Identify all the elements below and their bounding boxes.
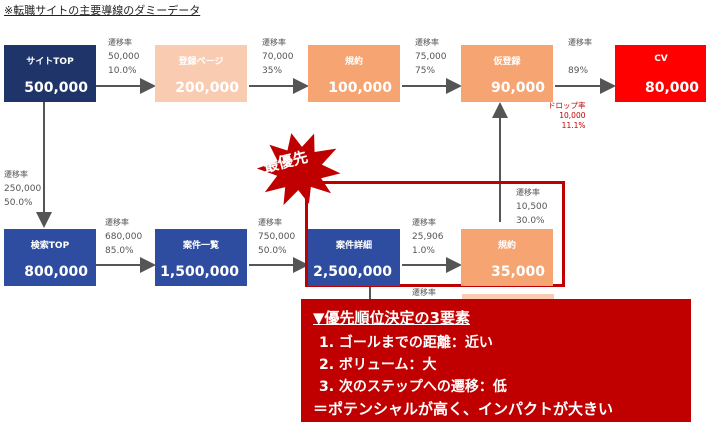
rate-pct: 50.0% — [4, 198, 33, 208]
rate-pct: 50.0% — [258, 246, 287, 256]
rate-title: 遷移率 — [412, 218, 436, 227]
rate-title: 遷移率 — [262, 38, 286, 47]
node-terms: 規約 100,000 — [308, 45, 400, 102]
rate-temp-cv: 遷移率 89% — [568, 36, 592, 78]
node-value: 80,000 — [644, 80, 699, 96]
rate-title: 遷移率 — [412, 288, 436, 297]
node-temp-register: 仮登録 90,000 — [461, 45, 553, 102]
node-job-list: 案件一覧 1,500,000 — [155, 229, 247, 286]
node-value: 100,000 — [328, 80, 392, 96]
rate-count: 680,000 — [105, 232, 143, 242]
node-label: 検索TOP — [30, 241, 70, 251]
rate-count: 70,000 — [262, 52, 294, 62]
node-value: 90,000 — [490, 80, 545, 96]
rate-pct: 30.0% — [516, 216, 545, 226]
rate-pct: 10.0% — [108, 66, 137, 76]
rate-pct: 85.0% — [105, 246, 134, 256]
node-value: 2,500,000 — [313, 264, 392, 280]
node-label: 登録ページ — [178, 57, 224, 67]
node-value: 1,500,000 — [160, 264, 239, 280]
panel-title: ▼優先順位決定の3要素 — [313, 309, 470, 327]
rate-top-search: 遷移率 250,000 50.0% — [4, 168, 41, 210]
rate-title: 遷移率 — [516, 188, 540, 197]
node-label: 規約 — [344, 57, 363, 67]
panel-item: 2. ボリューム：大 — [319, 357, 437, 373]
rate-hidden: 遷移率 — [412, 286, 436, 300]
drop-title: ドロップ率 — [548, 101, 586, 110]
node-search-top: 検索TOP 800,000 — [4, 229, 96, 286]
node-site-top: サイトTOP 500,000 — [4, 45, 96, 102]
node-value: 200,000 — [175, 80, 239, 96]
priority-frame — [305, 181, 565, 287]
panel-item: 3. 次のステップへの遷移：低 — [319, 379, 507, 395]
node-label: 規約 — [497, 241, 516, 251]
rate-count: 750,000 — [258, 232, 296, 242]
caption: ※転職サイトの主要導線のダミーデータ — [4, 4, 201, 17]
rate-count: 75,000 — [415, 52, 447, 62]
rate-terms-temp: 遷移率 75,000 75% — [415, 36, 447, 78]
rate-count: 50,000 — [108, 52, 140, 62]
node-label: 仮登録 — [493, 57, 521, 67]
rate-title: 遷移率 — [4, 170, 28, 179]
node-value: 800,000 — [24, 264, 88, 280]
node-label: CV — [654, 54, 668, 64]
rate-top-register: 遷移率 50,000 10.0% — [108, 36, 140, 78]
badge-burst — [256, 133, 341, 206]
rate-search-list: 遷移率 680,000 85.0% — [105, 216, 142, 258]
rate-pct: 1.0% — [412, 246, 435, 256]
rate-title: 遷移率 — [415, 38, 439, 47]
rate-count: 25,906 — [412, 232, 444, 242]
rate-terms2-temp: 遷移率 10,500 30.0% — [516, 186, 548, 228]
node-value: 500,000 — [24, 80, 88, 96]
node-value: 35,000 — [490, 264, 545, 280]
priority-panel: ▼優先順位決定の3要素 1. ゴールまでの距離：近い 2. ボリューム：大 3.… — [301, 299, 691, 422]
rate-list-detail: 遷移率 750,000 50.0% — [258, 216, 295, 258]
drop-rate: ドロップ率 10,000 11.1% — [548, 101, 586, 131]
node-label: 案件一覧 — [182, 241, 219, 251]
panel-item: 1. ゴールまでの距離：近い — [319, 335, 493, 351]
drop-count: 10,000 — [559, 111, 586, 120]
drop-pct: 11.1% — [561, 121, 586, 130]
node-terms-2: 規約 35,000 — [461, 229, 553, 286]
rate-register-terms: 遷移率 70,000 35% — [262, 36, 294, 78]
rate-pct: 75% — [415, 66, 436, 76]
rate-count: 250,000 — [4, 184, 42, 194]
node-register-page: 登録ページ 200,000 — [155, 45, 247, 102]
node-job-detail: 案件詳細 2,500,000 — [308, 229, 400, 286]
rate-count: 10,500 — [516, 202, 548, 212]
rate-title: 遷移率 — [105, 218, 129, 227]
node-label: 案件詳細 — [335, 241, 372, 251]
rate-title: 遷移率 — [568, 38, 592, 47]
rate-pct: 89% — [568, 66, 589, 76]
partially-hidden-node — [462, 294, 554, 300]
rate-detail-terms2: 遷移率 25,906 1.0% — [412, 216, 444, 258]
node-cv: CV 80,000 — [615, 45, 706, 102]
panel-conclusion: ＝ポテンシャルが高く、インパクトが大きい — [313, 400, 614, 418]
node-label: サイトTOP — [26, 57, 74, 67]
rate-title: 遷移率 — [108, 38, 132, 47]
rate-title: 遷移率 — [258, 218, 282, 227]
rate-pct: 35% — [262, 66, 283, 76]
